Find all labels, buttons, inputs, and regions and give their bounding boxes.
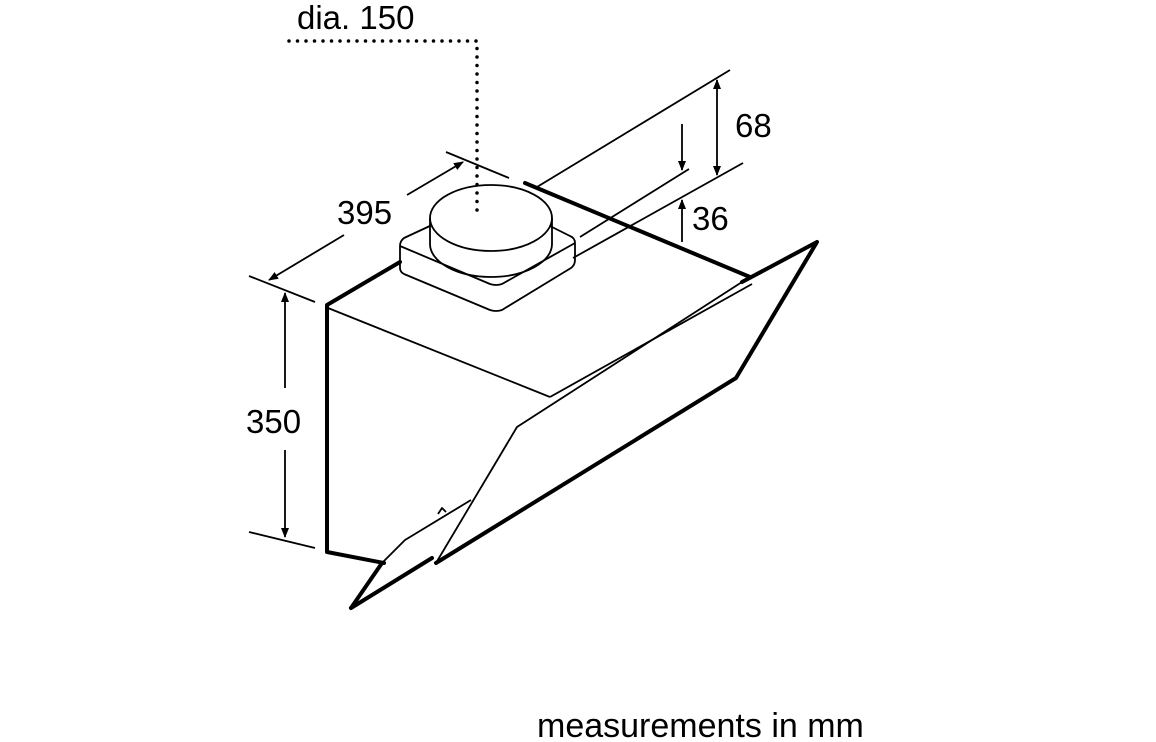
offset-top-label: 68 <box>735 107 772 144</box>
offset-bottom-label: 36 <box>692 200 729 237</box>
lower-flap <box>349 499 472 610</box>
duct-outlet-cylinder <box>429 184 553 278</box>
dimension-arrows <box>268 79 721 538</box>
height-label: 350 <box>246 403 301 440</box>
duct-collar <box>399 224 576 312</box>
hood-body <box>325 181 752 565</box>
diameter-leader <box>287 39 479 216</box>
depth-label: 395 <box>337 194 392 231</box>
glass-panel <box>434 240 819 565</box>
diameter-label: dia. 150 <box>297 0 414 36</box>
units-caption: measurements in mm <box>537 707 864 742</box>
extension-lines <box>248 69 744 549</box>
